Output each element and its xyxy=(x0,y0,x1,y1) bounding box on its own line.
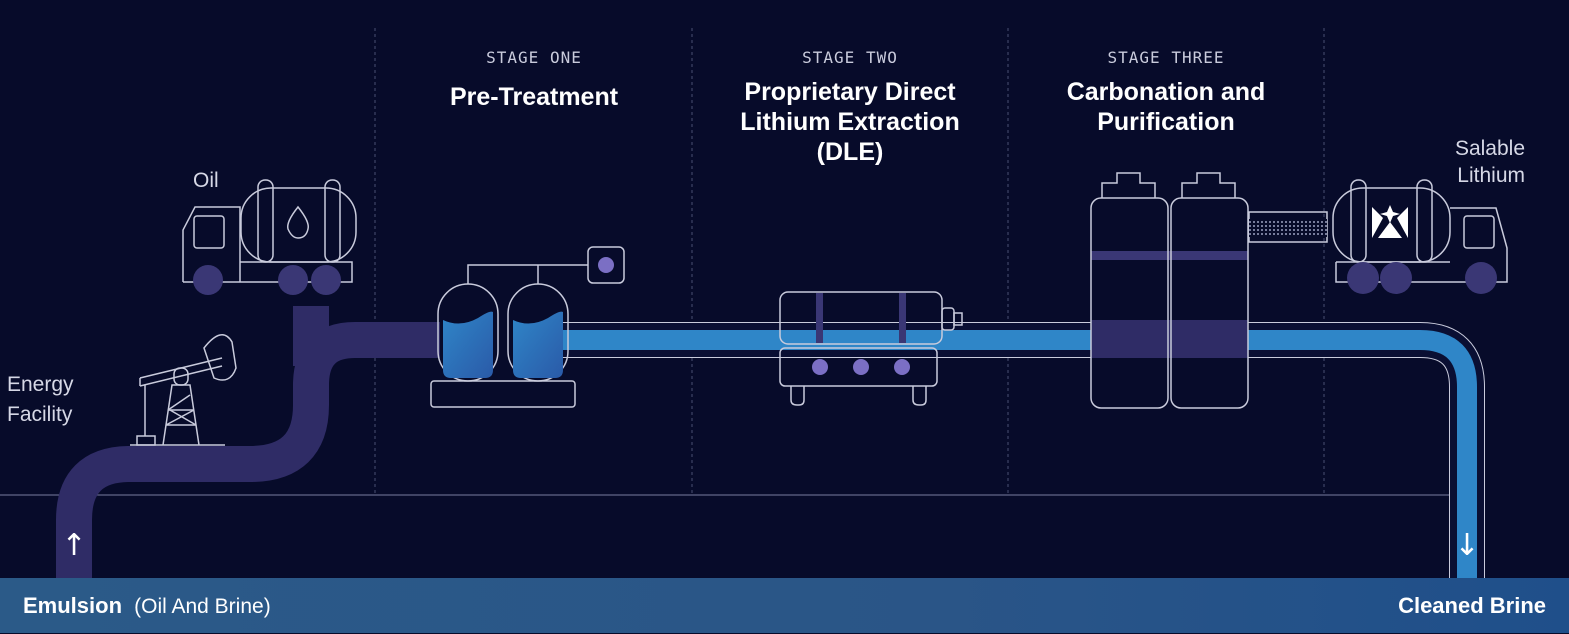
lithium-conveyor xyxy=(1249,219,1327,237)
emulsion-label: Emulsion (Oil And Brine) xyxy=(23,578,271,634)
stage-two-title: Proprietary Direct Lithium Extraction (D… xyxy=(740,78,960,166)
emulsion-subtitle: (Oil And Brine) xyxy=(134,595,271,618)
brine-source-band: Emulsion (Oil And Brine) Cleaned Brine xyxy=(0,578,1569,633)
pumpjack-icon xyxy=(130,334,237,446)
stage-three-label: STAGE THREE xyxy=(1107,48,1225,67)
pretreatment-tanks-icon xyxy=(430,246,625,408)
stage-one-label: STAGE ONE xyxy=(486,48,582,67)
energy-facility-label: Energy Facility xyxy=(7,373,74,426)
salable-lithium-label: Salable Lithium xyxy=(1454,137,1525,187)
emulsion-pipe xyxy=(56,306,440,580)
dle-unit-icon xyxy=(779,291,963,406)
oil-label: Oil xyxy=(193,169,219,192)
brine-pipe xyxy=(560,322,1485,580)
stage-two-label: STAGE TWO xyxy=(802,48,898,67)
down-arrow-icon: ↓ xyxy=(1454,528,1479,563)
carbonation-towers-icon xyxy=(1090,172,1328,409)
oil-feed-pipe xyxy=(293,306,329,366)
lithium-truck-icon xyxy=(1332,179,1508,294)
cleaned-brine-label: Cleaned Brine xyxy=(1398,593,1546,618)
stage-one-title: Pre-Treatment xyxy=(449,83,619,111)
oil-truck-icon xyxy=(182,179,357,295)
stage-three-title: Carbonation and Purification xyxy=(1066,78,1266,136)
brand-logo-icon xyxy=(1372,205,1408,238)
up-arrow-icon: ↑ xyxy=(61,528,86,563)
emulsion-title: Emulsion xyxy=(23,593,123,618)
